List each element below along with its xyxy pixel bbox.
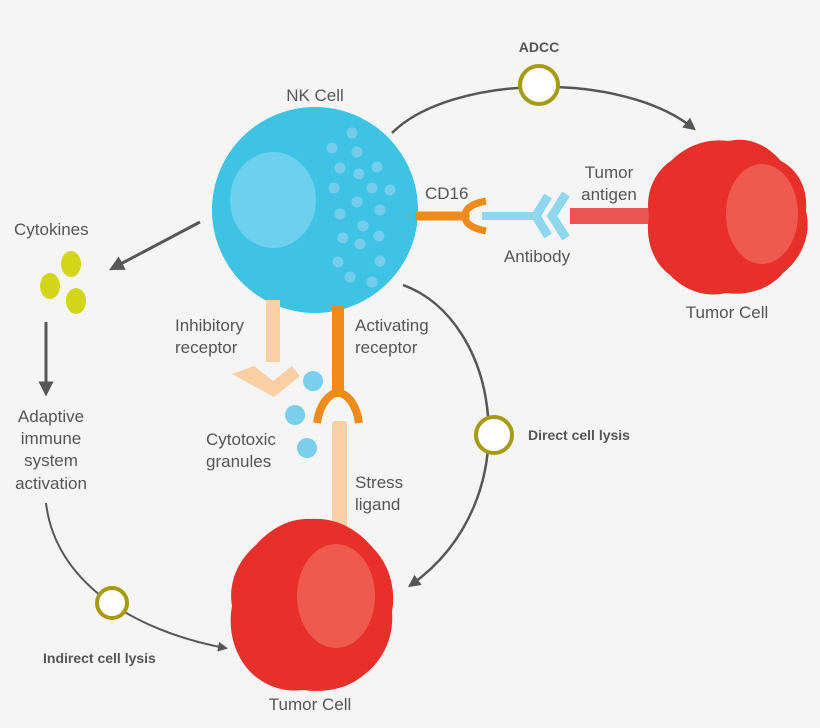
indirect-lysis-arrow [45,502,228,652]
cd16-receptor-icon [415,197,487,235]
activating-receptor-icon [313,305,363,424]
antibody-icon [482,191,570,241]
antibody-label: Antibody [504,247,571,266]
direct-lysis-label: Direct cell lysis [528,427,630,443]
cd16-label: CD16 [425,184,468,203]
nk-cell-label: NK Cell [286,86,344,105]
cytokine-release-arrow [109,220,201,271]
tumor-cell-right-label: Tumor Cell [686,303,769,322]
cytokines-icon [40,251,86,314]
cytotoxic-label-1: Cytotoxic [206,430,276,449]
indirect-lysis-marker-icon [95,586,129,620]
tumor-antigen-icon [570,208,652,224]
adcc-label: ADCC [519,39,559,55]
direct-lysis-marker-icon [474,415,514,455]
inhibitory-label-2: receptor [175,338,238,357]
adaptive-label-4: activation [15,474,87,493]
tumor-cell-bottom [230,518,394,691]
inhibitory-label-1: Inhibitory [175,316,244,335]
nk-cell [212,107,418,313]
tumor-cell-right [647,139,808,295]
stress-label-2: ligand [355,495,400,514]
stress-ligand-icon [332,421,347,537]
adaptive-label-2: immune [21,429,81,448]
cytotoxic-granules-icon [285,371,323,458]
adaptive-label-3: system [24,451,78,470]
indirect-lysis-label: Indirect cell lysis [43,650,156,666]
stress-label-1: Stress [355,473,403,492]
adaptive-label-1: Adaptive [18,407,84,426]
tumor-antigen-label-2: antigen [581,185,637,204]
tumor-antigen-label-1: Tumor [585,163,634,182]
activating-label-2: receptor [355,338,418,357]
inhibitory-receptor-icon [232,300,300,397]
cytotoxic-label-2: granules [206,452,271,471]
tumor-cell-bottom-label: Tumor Cell [269,695,352,714]
cytokines-label: Cytokines [14,220,89,239]
activating-label-1: Activating [355,316,429,335]
adcc-marker-icon [518,64,560,106]
